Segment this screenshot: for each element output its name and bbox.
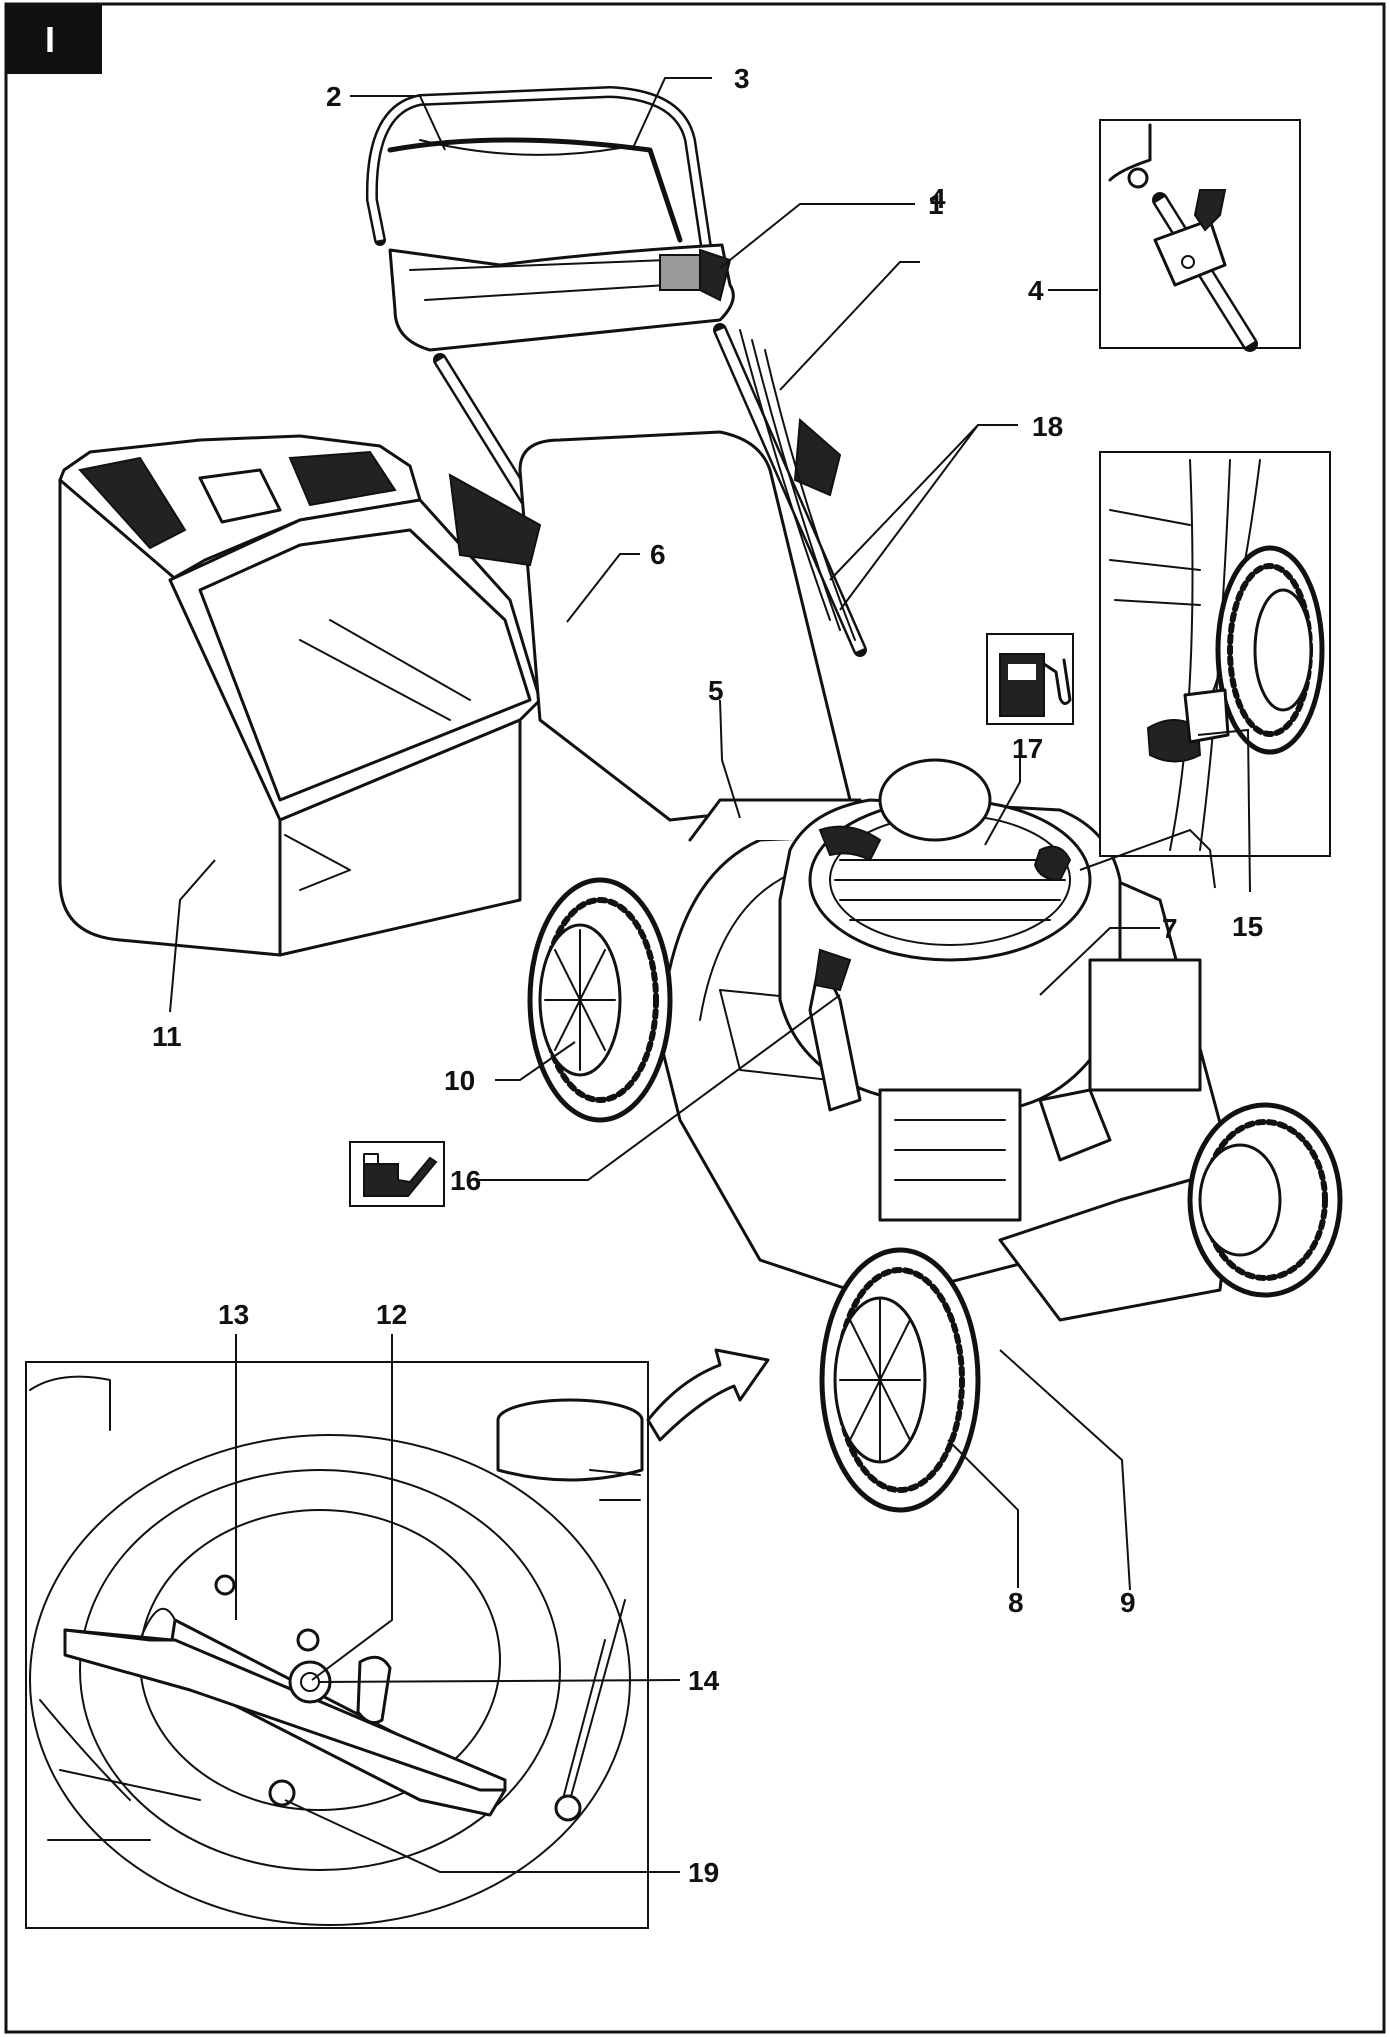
callout-1: 1 [928, 189, 944, 220]
callout-4-inset: 4 [1028, 275, 1044, 306]
callout-labels: 1 2 3 4 4 5 6 7 8 9 10 11 12 13 14 15 16… [152, 63, 1263, 1888]
fuel-pump-icon [986, 633, 1074, 725]
callout-17: 17 [1012, 733, 1043, 764]
callout-9: 9 [1120, 1587, 1136, 1618]
callout-19: 19 [688, 1857, 719, 1888]
callout-4-main: 4 [930, 183, 946, 214]
inset-blade-underside [25, 1361, 649, 1929]
rear-left-wheel [527, 877, 673, 1123]
callout-16: 16 [450, 1165, 481, 1196]
callout-10: 10 [444, 1065, 475, 1096]
callout-12: 12 [376, 1299, 407, 1330]
inset-drive-lever [1099, 119, 1301, 352]
height-adjust-knob [1033, 845, 1072, 882]
section-label: I [45, 19, 55, 60]
callout-7: 7 [1162, 913, 1178, 944]
rear-right-wheel [878, 758, 992, 842]
callout-5: 5 [708, 675, 724, 706]
handle-assembly [365, 86, 867, 822]
callout-18: 18 [1032, 411, 1063, 442]
engine [778, 798, 1202, 1222]
section-tab: I [6, 4, 102, 74]
callout-3: 3 [734, 63, 750, 94]
callout-13: 13 [218, 1299, 249, 1330]
callout-14: 14 [688, 1665, 720, 1696]
callout-2: 2 [326, 81, 342, 112]
page-frame [4, 2, 1386, 2034]
callout-11: 11 [152, 1021, 182, 1052]
inset-height-adjuster [1099, 451, 1331, 857]
front-left-wheel [819, 1247, 981, 1513]
oil-can-icon [349, 1141, 445, 1207]
drive-lever [699, 248, 732, 302]
leader-lines [169, 77, 1251, 1873]
grass-catcher-bag [58, 434, 542, 957]
callout-8: 8 [1008, 1587, 1024, 1618]
front-right-wheel [1187, 1102, 1343, 1298]
callout-15: 15 [1232, 911, 1263, 942]
callout-6: 6 [650, 539, 666, 570]
view-direction-arrow [646, 1348, 770, 1442]
